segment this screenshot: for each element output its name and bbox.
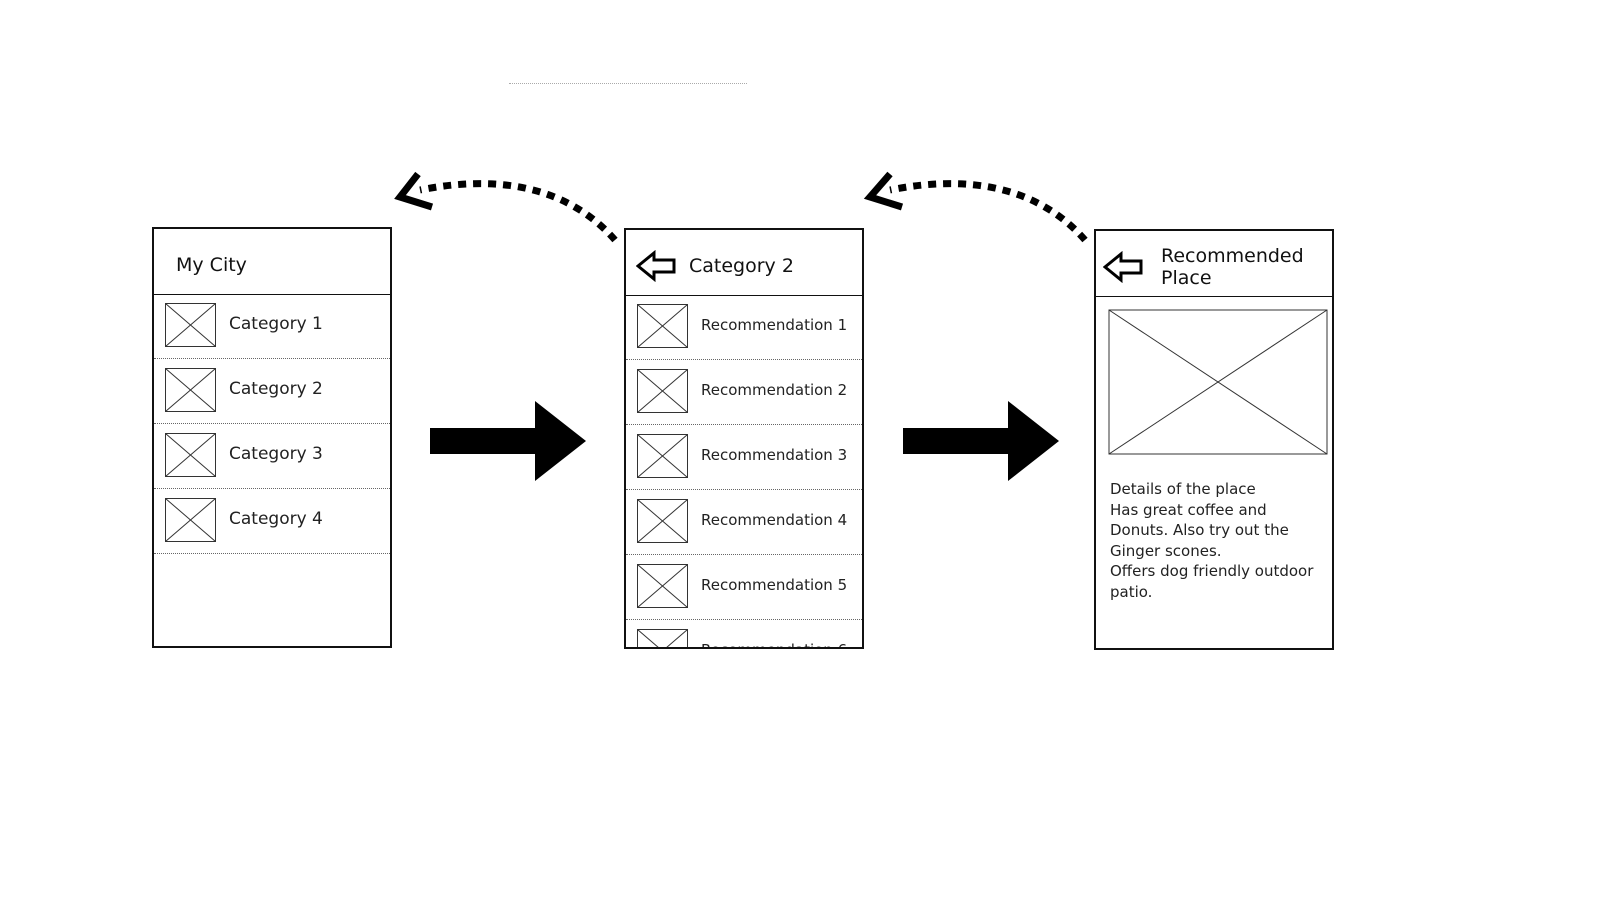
- list-item[interactable]: Recommendation 1: [626, 295, 862, 360]
- list-item-label: Recommendation 6: [701, 641, 847, 647]
- image-placeholder-icon: [165, 303, 216, 347]
- list-item[interactable]: Category 2: [154, 359, 390, 424]
- screen-title-line-1: Recommended: [1161, 245, 1304, 267]
- list-item-label: Recommendation 2: [701, 381, 848, 399]
- app-bar: Category 2: [626, 230, 862, 296]
- list-item[interactable]: Category 1: [154, 294, 390, 359]
- screen-title: Category 2: [689, 255, 794, 277]
- list-item-label: Category 4: [229, 509, 323, 529]
- list-item[interactable]: Recommendation 2: [626, 360, 862, 425]
- list-item-label: Category 2: [229, 379, 323, 399]
- list-item[interactable]: Recommendation 5: [626, 555, 862, 620]
- image-placeholder-icon: [637, 434, 688, 478]
- list-item[interactable]: Category 3: [154, 424, 390, 489]
- app-bar: Recommended Place: [1096, 231, 1332, 297]
- list-item-label: Recommendation 5: [701, 576, 848, 594]
- screen-title: My City: [176, 254, 247, 276]
- details-line: patio.: [1110, 582, 1153, 601]
- app-bar: My City: [154, 229, 390, 295]
- details-line: Offers dog friendly outdoor: [1110, 562, 1314, 580]
- details-line: Details of the place: [1110, 480, 1256, 498]
- details-line: Has great coffee and: [1110, 500, 1267, 519]
- image-placeholder-icon: [637, 369, 688, 413]
- forward-arrow-1: [430, 401, 586, 481]
- list-item[interactable]: Recommendation 6: [626, 620, 862, 647]
- list-item-label: Recommendation 3: [701, 446, 848, 464]
- details-line: Donuts. Also try out the: [1110, 521, 1289, 539]
- list-item[interactable]: Category 4: [154, 489, 390, 554]
- screen-my-city: My City Category 1 Category 2 Category 3 Ca…: [152, 227, 392, 648]
- list-item[interactable]: Recommendation 4: [626, 490, 862, 555]
- screen-category: Category 2 Recommendation 1 Recommendatio…: [624, 228, 864, 649]
- image-placeholder-icon: [637, 499, 688, 543]
- image-placeholder-icon: [637, 629, 688, 647]
- details-line: Ginger scones.: [1110, 541, 1222, 560]
- screen-recommended-place: Recommended Place Details of the place H…: [1094, 229, 1334, 650]
- back-arrow-icon[interactable]: [636, 250, 678, 282]
- list-item-label: Recommendation 1: [701, 316, 848, 334]
- dotted-back-arrow-1: [394, 171, 618, 243]
- image-placeholder-icon: [637, 304, 688, 348]
- list-item-label: Recommendation 4: [701, 511, 848, 529]
- back-arrow-icon[interactable]: [1103, 251, 1145, 283]
- forward-arrow-2: [903, 401, 1059, 481]
- image-placeholder-icon: [165, 498, 216, 542]
- image-placeholder-icon: [637, 564, 688, 608]
- place-details: Details of the place Has great coffee an…: [1110, 479, 1313, 602]
- place-image-placeholder: [1108, 309, 1328, 455]
- list-item[interactable]: Recommendation 3: [626, 425, 862, 490]
- list-item-label: Category 3: [229, 444, 323, 464]
- dotted-divider: [509, 83, 747, 84]
- image-placeholder-icon: [165, 433, 216, 477]
- screen-title-line-2: Place: [1161, 267, 1212, 289]
- image-placeholder-icon: [165, 368, 216, 412]
- dotted-back-arrow-2: [863, 171, 1088, 243]
- list-item-label: Category 1: [229, 314, 323, 334]
